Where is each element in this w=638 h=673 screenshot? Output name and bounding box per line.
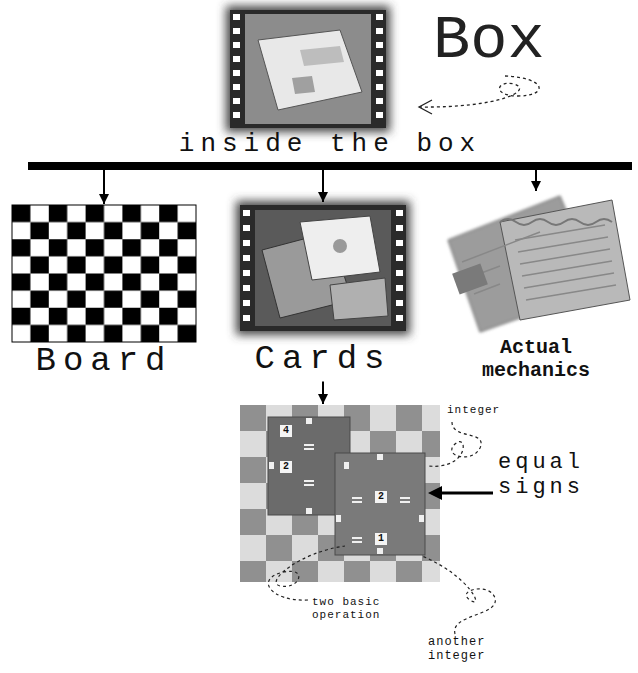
card-closeup-image <box>240 405 440 582</box>
image-caption: Board <box>35 343 172 380</box>
callout-label: equal signs <box>498 450 598 501</box>
cards-photo <box>236 201 410 335</box>
board-image <box>12 205 196 342</box>
connector-arrow <box>535 170 537 191</box>
image-caption: Cards <box>254 341 391 378</box>
equal-signs-arrow <box>428 486 493 500</box>
card-number: 2 <box>280 461 292 473</box>
leader-lines <box>268 422 495 634</box>
split-band: inside the box <box>28 130 632 170</box>
board-picture: Board <box>12 205 196 380</box>
cards-picture: Cards <box>238 203 408 378</box>
card-number: 4 <box>280 425 292 437</box>
card-number: 1 <box>375 533 387 545</box>
callout-label: integer <box>447 404 500 417</box>
rules-image <box>448 196 630 332</box>
connector-arrow <box>322 381 324 404</box>
callout-label: another integer <box>428 636 500 664</box>
callout-label: two basic operation <box>312 596 404 621</box>
box-photo <box>226 6 390 132</box>
image-caption: Actual mechanics <box>451 336 621 382</box>
connector-arrow <box>322 170 324 202</box>
box-label: Box <box>433 8 545 73</box>
band-label: inside the box <box>179 130 481 160</box>
split-bar <box>28 162 632 170</box>
card-closeup: 4 2 2 1 <box>240 405 440 582</box>
curly-arrow <box>419 76 539 114</box>
rules-picture: Actual mechanics <box>440 192 632 382</box>
box-photo-frame: Box <box>228 8 598 130</box>
connector-arrow <box>103 170 105 204</box>
card-number: 2 <box>375 491 387 503</box>
